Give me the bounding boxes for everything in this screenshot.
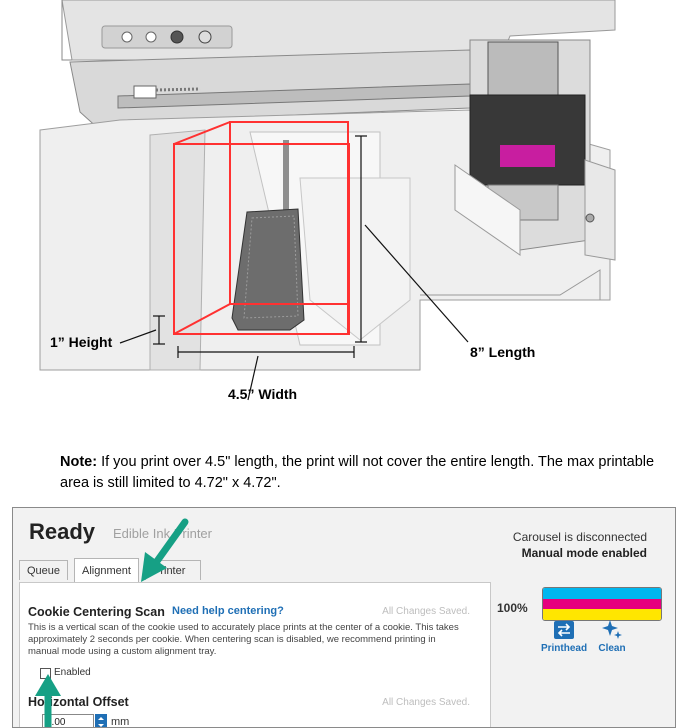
- enabled-checkbox-label: Enabled: [54, 667, 91, 678]
- horizontal-offset-saved-status: All Changes Saved.: [382, 697, 470, 708]
- carousel-status: Carousel is disconnected: [512, 530, 647, 544]
- note-paragraph: Note: If you print over 4.5" length, the…: [60, 452, 660, 494]
- cyan-ink-band: [543, 588, 661, 599]
- alignment-panel: Cookie Centering Scan Need help centerin…: [19, 582, 491, 728]
- tab-arrow-annotation: [141, 518, 189, 582]
- sparkle-clean-icon[interactable]: [601, 618, 623, 640]
- app-window: Ready Edible Ink Printer Carousel is dis…: [12, 507, 676, 728]
- cookie-scan-title: Cookie Centering Scan: [28, 605, 165, 619]
- cookie-scan-saved-status: All Changes Saved.: [382, 606, 470, 617]
- ink-level-percent: 100%: [497, 601, 528, 615]
- tab-queue[interactable]: Queue: [19, 560, 69, 580]
- tab-alignment[interactable]: Alignment: [74, 558, 139, 582]
- horizontal-offset-input[interactable]: 0.00: [42, 714, 94, 727]
- app-subtitle: Edible Ink Printer: [113, 526, 212, 541]
- yellow-ink-band: [543, 609, 661, 620]
- mode-status: Manual mode enabled: [521, 546, 647, 560]
- clean-button[interactable]: Clean: [598, 643, 626, 654]
- note-text: If you print over 4.5" length, the print…: [60, 454, 655, 491]
- cookie-scan-description: This is a vertical scan of the cookie us…: [28, 622, 459, 657]
- offset-unit: mm: [111, 716, 130, 728]
- printhead-swap-icon[interactable]: [553, 620, 575, 640]
- status-title: Ready: [29, 519, 96, 544]
- printer-illustration: [39, 0, 616, 401]
- width-callout: 4.5” Width: [228, 386, 298, 402]
- checkbox-arrow-annotation: [35, 674, 61, 727]
- length-callout: 8” Length: [470, 344, 536, 360]
- magenta-ink-band: [543, 598, 661, 610]
- help-centering-link[interactable]: Need help centering?: [172, 605, 284, 617]
- note-label: Note:: [60, 454, 98, 470]
- printhead-button[interactable]: Printhead: [540, 643, 588, 654]
- horizontal-offset-title: Horizontal Offset: [28, 695, 129, 709]
- printer-figure: [39, 0, 616, 401]
- height-callout: 1” Height: [50, 334, 113, 350]
- ink-cartridge-indicator: [542, 587, 662, 621]
